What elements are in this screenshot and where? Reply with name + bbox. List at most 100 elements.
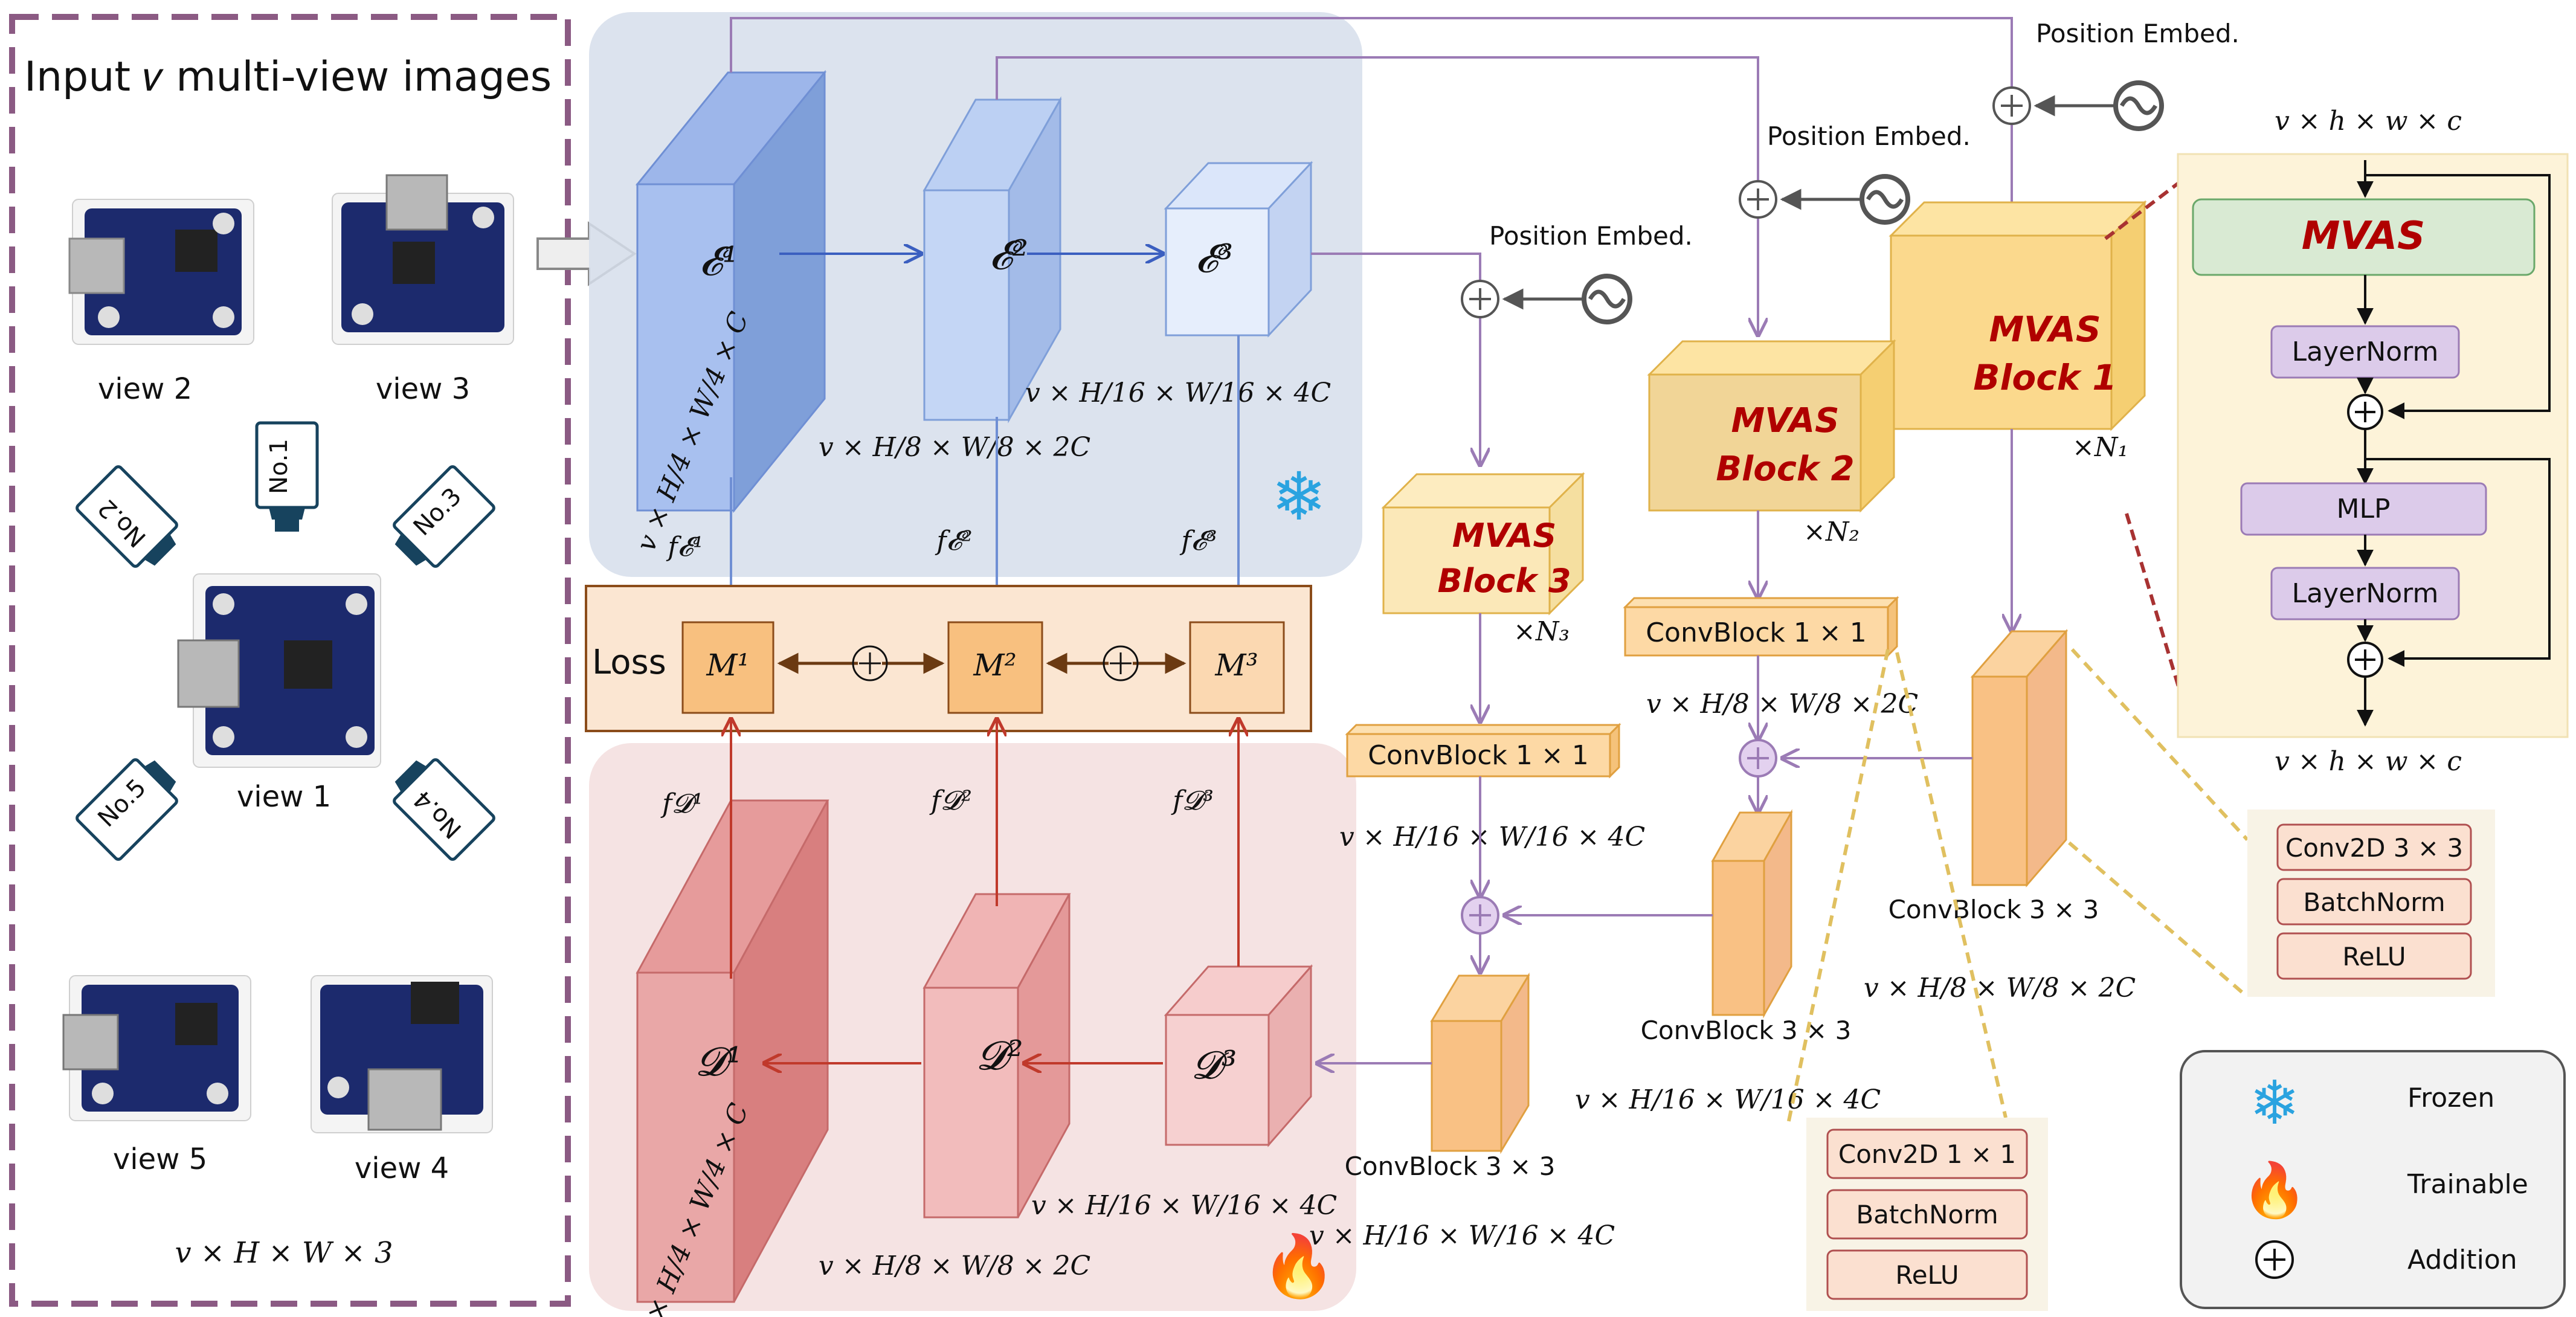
m2-box [947,621,1043,714]
convblock-3x3-a [1970,628,2069,888]
mvas-block-1-line2: Block 1 [1973,357,2116,398]
legend-addition: Addition [2407,1245,2517,1275]
encoder-feature-2: f𝓔² [935,526,972,556]
layernorm-1-label: LayerNorm [2292,336,2439,367]
encoder-shape-2: v × H/8 × W/8 × 2C [819,432,1090,463]
mvas-block-1: MVAS Block 1 [1889,200,2147,431]
encoder-block-2-label: 𝓔² [990,232,1028,279]
legend-trainable-icon: 🔥 [2241,1159,2308,1221]
convblock-shape-2c-b: v × H/8 × W/8 × 2C [1864,973,2136,1003]
camera-no4: No.4 [393,758,495,861]
position-embed-1: Position Embed. [2036,19,2240,48]
encoder-feature-1: f𝓔¹ [666,532,703,562]
convblock-1x1-a-label: ConvBlock 1 × 1 [1646,617,1866,648]
conv3-detail-conv: Conv2D 3 × 3 [2285,833,2463,863]
conv3-detail-bn: BatchNorm [2303,887,2445,917]
encoder-block-3: 𝓔³ [1164,161,1313,338]
decoder-feature-3: f𝓓³ [1171,785,1214,816]
mvas-block-2-line2: Block 2 [1716,449,1854,489]
legend-frozen-icon: ❄ [2249,1067,2300,1138]
encoder-block-1: 𝓔¹ v × H/4 × W/4 × C [631,69,827,556]
decoder-block-3-label: 𝓓³ [1192,1043,1237,1088]
mvas-detail-output-shape: v × h × w × c [2275,746,2462,777]
mvas-block-2-line1: MVAS [1731,401,1840,440]
conv1-detail-bn: BatchNorm [1856,1200,1998,1229]
encoder-block-2: 𝓔² [923,96,1062,423]
legend-frozen: Frozen [2407,1083,2494,1113]
mvas-block-3: MVAS Block 3 [1381,472,1585,616]
decoder-block-2-label: 𝓓² [976,1032,1023,1079]
loss-label: Loss [592,643,666,682]
layernorm-2-label: LayerNorm [2292,578,2439,609]
mlp-box [2240,482,2487,536]
convblock-1x1-b: ConvBlock 1 × 1 [1345,723,1621,779]
mvas-detail-input-shape: v × h × w × c [2275,106,2462,137]
convblock-3x3-b [1711,809,1793,1019]
decoder-feature-1: f𝓓¹ [660,788,703,819]
encoder-shape-3: v × H/16 × W/16 × 4C [1025,378,1331,408]
view4-image [311,975,493,1133]
decoder-block-1-label: 𝓓¹ [695,1038,742,1085]
convblock-1x1-b-label: ConvBlock 1 × 1 [1368,740,1588,771]
mvas-block-3-line2: Block 3 [1437,562,1571,600]
convblock-3x3-c-label: ConvBlock 3 × 3 [1345,1151,1556,1181]
input-panel-title: Input 𝑣 multi-view images [24,53,552,101]
mlp-label: MLP [2336,494,2390,524]
skip-e3-mvas3 [1311,253,1480,465]
decoder-block-3: 𝓓³ [1164,964,1313,1147]
input-panel-border [9,14,571,1307]
conv1-detail-conv: Conv2D 1 × 1 [1838,1139,2016,1169]
m2-label: M² [973,648,1016,683]
mvas-block-3-repeat: ×N₃ [1513,616,1570,647]
m1-label: M¹ [706,648,749,683]
decoder-block-2: 𝓓² [923,893,1071,1219]
convblock-3x3-c [1430,972,1530,1154]
m1-box [681,621,774,714]
loss-plus-1 [852,645,888,681]
camera-no2: No.2 [76,465,178,568]
position-embed-3: Position Embed. [1489,221,1693,251]
encoder-block-3-label: 𝓔³ [1196,237,1233,282]
mvas-block-1-repeat: ×N₁ [2072,432,2128,463]
view5-label: view 5 [113,1142,207,1176]
decoder-feature-2: f𝓓² [929,785,972,816]
convblock-shape-4c-a: v × H/16 × W/16 × 4C [1339,822,1645,852]
mvas-block-3-line1: MVAS [1452,517,1557,555]
mvas-box-label: MVAS [2302,214,2426,259]
view2-label: view 2 [98,372,192,406]
m3-label: M³ [1214,648,1258,683]
frozen-icon: ❄ [1271,458,1327,535]
legend-trainable: Trainable [2407,1169,2528,1200]
decoder-block-1: 𝓓¹ v × H/4 × W/4 × C [631,799,829,1317]
convblock-3x3-a-label: ConvBlock 3 × 3 [1889,895,2099,924]
conv3-detail-relu: ReLU [2342,942,2406,971]
convblock-shape-4c-b: v × H/16 × W/16 × 4C [1575,1084,1881,1115]
view1-label: view 1 [237,780,331,814]
convblock-1x1-a: ConvBlock 1 × 1 [1623,596,1899,658]
mvas-box [2192,198,2536,276]
m3-box [1189,621,1285,714]
decoder-shape-3: v × H/16 × W/16 × 4C [1031,1190,1337,1221]
view4-label: view 4 [355,1151,449,1185]
camera-no1: No.1 [255,421,319,532]
mvas-block-2: MVAS Block 2 [1647,339,1896,513]
camera-no1-label: No.1 [265,439,293,494]
input-panel: Input 𝑣 multi-view images view 2 view 3 [9,14,571,1307]
fire-icon: 🔥 [1261,1231,1337,1301]
mvas-block-2-repeat: ×N₂ [1803,517,1860,547]
mvas-block-1-line1: MVAS [1989,309,2101,350]
loss-plus-2 [1103,645,1139,681]
convblock-3x3-b-label: ConvBlock 3 × 3 [1641,1016,1852,1045]
view5-image [62,975,251,1121]
convblock-shape-2c-a: v × H/8 × W/8 × 2C [1646,689,1918,720]
camera-no5: No.5 [76,758,178,861]
decoder-shape-2: v × H/8 × W/8 × 2C [819,1251,1090,1281]
view3-image [332,174,514,345]
conv1-detail-relu: ReLU [1895,1260,1959,1290]
view1-image [177,573,381,768]
camera-no3: No.3 [393,465,495,568]
encoder-block-1-label: 𝓔¹ [700,238,738,285]
view2-image [68,199,254,345]
convblock-shape-4c-c: v × H/16 × W/16 × 4C [1309,1220,1615,1251]
view3-label: view 3 [376,372,470,406]
